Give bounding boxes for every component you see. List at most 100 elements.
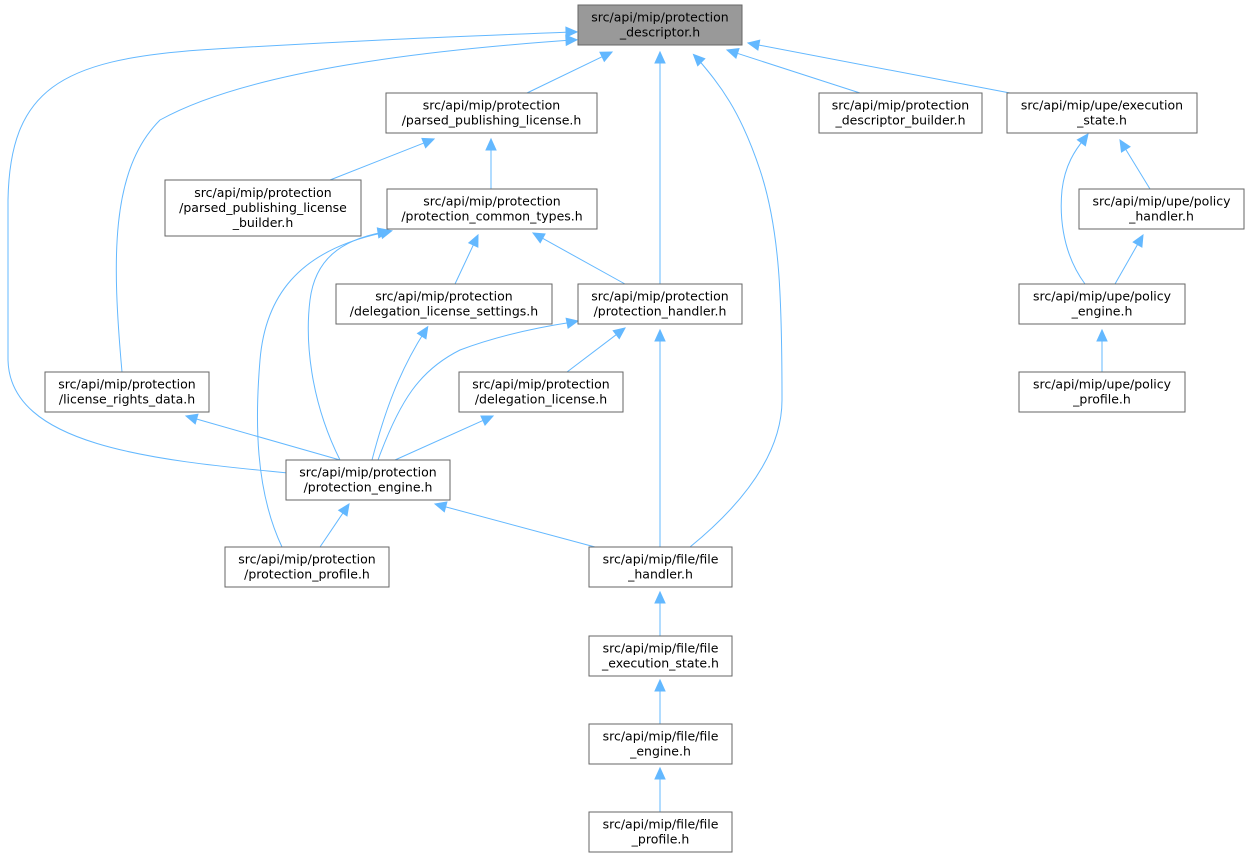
- node-n4[interactable]: src/api/mip/protection/parsed_publishing…: [164, 179, 362, 237]
- edge-n6-to-n3: [1119, 138, 1151, 190]
- node-label-line: /license_rights_data.h: [59, 392, 195, 407]
- node-label-line: _descriptor.h: [619, 25, 700, 40]
- edge-n9-to-n3: [1060, 133, 1089, 285]
- edge-n13-to-n8: [377, 317, 580, 461]
- edge-n13-to-n10: [184, 413, 341, 461]
- node-box: [164, 179, 362, 237]
- node-n15[interactable]: src/api/mip/file/file_handler.h: [588, 546, 733, 588]
- node-label-line: src/api/mip/protection: [423, 98, 560, 113]
- edge-n13-to-n0: [7, 26, 579, 474]
- node-label-line: _profile.h: [1072, 392, 1131, 407]
- edge-n8-to-n0: [654, 50, 666, 284]
- node-n13[interactable]: src/api/mip/protection/protection_engine…: [285, 459, 451, 501]
- node-label-line: src/api/mip/protection: [591, 10, 728, 25]
- edge-n9-to-n6: [1114, 233, 1144, 285]
- node-box: [458, 371, 624, 413]
- node-box: [386, 188, 598, 230]
- node-label-line: src/api/mip/protection: [238, 552, 375, 567]
- node-box: [588, 811, 733, 853]
- node-label-line: src/api/mip/file/file: [603, 729, 719, 744]
- node-n7[interactable]: src/api/mip/protection/delegation_licens…: [335, 283, 553, 325]
- node-label-line: /parsed_publishing_license: [179, 200, 347, 215]
- node-n12[interactable]: src/api/mip/upe/policy_profile.h: [1018, 371, 1186, 413]
- edge-n7-to-n5: [454, 233, 479, 285]
- edge-n15-to-n8: [654, 328, 666, 547]
- node-box: [335, 283, 553, 325]
- node-label-line: _state.h: [1076, 113, 1127, 128]
- node-label-line: src/api/mip/protection: [58, 377, 195, 392]
- node-box: [44, 371, 210, 413]
- edge-n14-to-n5: [256, 227, 394, 548]
- edge-n10-to-n0: [115, 34, 579, 373]
- edge-n15-to-n13: [433, 501, 596, 548]
- node-box: [588, 546, 733, 588]
- node-n11[interactable]: src/api/mip/protection/delegation_licens…: [458, 371, 624, 413]
- node-n5[interactable]: src/api/mip/protection/protection_common…: [386, 188, 598, 230]
- edge-n16-to-n15: [654, 590, 666, 636]
- node-label-line: _descriptor_builder.h: [834, 113, 965, 128]
- node-label-line: src/api/mip/file/file: [603, 552, 719, 567]
- node-label-line: src/api/mip/protection: [472, 377, 609, 392]
- edge-n3-to-n0: [746, 39, 1011, 94]
- node-n17[interactable]: src/api/mip/file/file_engine.h: [588, 723, 733, 765]
- edge-n11-to-n8: [566, 327, 626, 373]
- edges-layer: [7, 26, 1151, 812]
- node-label-line: src/api/mip/protection: [375, 289, 512, 304]
- node-label-line: _engine.h: [1071, 304, 1133, 319]
- node-label-line: /delegation_license_settings.h: [350, 304, 538, 319]
- node-label-line: _execution_state.h: [601, 656, 719, 671]
- node-box: [1006, 92, 1198, 134]
- node-label-line: _builder.h: [232, 215, 294, 230]
- node-label-line: /protection_common_types.h: [401, 209, 582, 224]
- node-box: [285, 459, 451, 501]
- node-label-line: /delegation_license.h: [475, 392, 607, 407]
- node-box: [577, 4, 743, 46]
- edge-n18-to-n17: [654, 766, 666, 812]
- edge-n14-to-n13: [319, 502, 350, 548]
- node-n16[interactable]: src/api/mip/file/file_execution_state.h: [588, 635, 733, 677]
- node-label-line: src/api/mip/protection: [591, 289, 728, 304]
- nodes-layer: src/api/mip/protection_descriptor.hsrc/a…: [44, 4, 1245, 853]
- node-n3[interactable]: src/api/mip/upe/execution_state.h: [1006, 92, 1198, 134]
- node-label-line: /protection_engine.h: [304, 480, 433, 495]
- node-n9[interactable]: src/api/mip/upe/policy_engine.h: [1018, 283, 1186, 325]
- node-box: [1018, 371, 1186, 413]
- node-n6[interactable]: src/api/mip/upe/policy_handler.h: [1078, 188, 1245, 230]
- edge-n4-to-n1: [329, 137, 436, 181]
- node-label-line: src/api/mip/file/file: [603, 641, 719, 656]
- node-label-line: src/api/mip/protection: [299, 465, 436, 480]
- node-label-line: _engine.h: [629, 744, 691, 759]
- node-label-line: /parsed_publishing_license.h: [402, 113, 582, 128]
- node-label-line: src/api/mip/upe/policy: [1033, 377, 1172, 392]
- node-n18[interactable]: src/api/mip/file/file_profile.h: [588, 811, 733, 853]
- edge-n8-to-n5: [531, 232, 626, 285]
- node-box: [385, 92, 598, 134]
- edge-n1-to-n0: [526, 51, 614, 94]
- node-label-line: _handler.h: [1128, 209, 1194, 224]
- node-n10[interactable]: src/api/mip/protection/license_rights_da…: [44, 371, 210, 413]
- node-label-line: _handler.h: [627, 567, 693, 582]
- node-n14[interactable]: src/api/mip/protection/protection_profil…: [224, 546, 390, 588]
- node-box: [1018, 283, 1186, 325]
- node-label-line: src/api/mip/upe/execution: [1021, 98, 1183, 113]
- node-box: [1078, 188, 1245, 230]
- edge-n13-to-n5: [307, 227, 391, 461]
- node-label-line: src/api/mip/protection: [832, 98, 969, 113]
- node-box: [818, 92, 983, 134]
- node-label-line: /protection_handler.h: [594, 304, 727, 319]
- node-label-line: _profile.h: [631, 832, 690, 847]
- node-n2[interactable]: src/api/mip/protection_descriptor_builde…: [818, 92, 983, 134]
- node-label-line: src/api/mip/upe/policy: [1092, 194, 1231, 209]
- node-box: [224, 546, 390, 588]
- node-n1[interactable]: src/api/mip/protection/parsed_publishing…: [385, 92, 598, 134]
- edge-n15-to-n0: [689, 53, 783, 548]
- edge-n2-to-n0: [725, 48, 861, 94]
- edge-n13-to-n7: [371, 325, 429, 461]
- node-n8[interactable]: src/api/mip/protection/protection_handle…: [577, 283, 743, 325]
- edge-n13-to-n11: [394, 415, 495, 461]
- node-label-line: src/api/mip/upe/policy: [1033, 289, 1172, 304]
- node-box: [588, 723, 733, 765]
- node-n0[interactable]: src/api/mip/protection_descriptor.h: [577, 4, 743, 46]
- edge-n5-to-n1: [485, 137, 497, 189]
